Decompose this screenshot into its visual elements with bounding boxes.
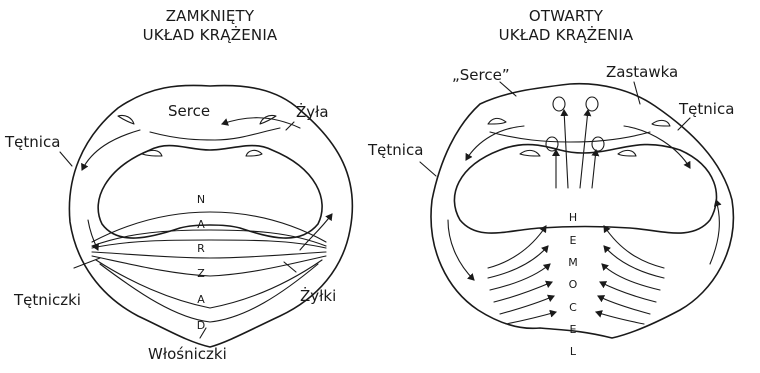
- label-artery-right: Tętnica: [679, 100, 734, 118]
- letter-c: C: [567, 302, 579, 314]
- label-valve: Zastawka: [606, 63, 678, 81]
- label-arterioles: Tętniczki: [14, 291, 81, 309]
- letter-a2: A: [195, 294, 207, 306]
- label-vein: Żyła: [296, 103, 329, 121]
- open-outer-wall: [431, 84, 733, 338]
- closed-system-drawing: [60, 85, 352, 347]
- letter-e2: E: [567, 324, 579, 336]
- letter-l: L: [567, 346, 579, 358]
- closed-title-line1: ZAMKNIĘTY: [110, 7, 310, 26]
- open-title-line2: UKŁAD KRĄŻENIA: [466, 26, 666, 45]
- letter-a1: A: [195, 219, 207, 231]
- letter-n: N: [195, 194, 207, 206]
- open-system-title: OTWARTY UKŁAD KRĄŻENIA: [466, 7, 666, 45]
- letter-m: M: [567, 257, 579, 269]
- label-artery: Tętnica: [5, 133, 60, 151]
- open-title-line1: OTWARTY: [466, 7, 666, 26]
- open-inner-cavity: [454, 145, 716, 234]
- label-heart-quoted: „Serce”: [452, 66, 510, 84]
- closed-inner-cavity: [98, 146, 322, 238]
- label-heart: Serce: [168, 102, 210, 120]
- letter-e1: E: [567, 235, 579, 247]
- label-capillaries: Włośniczki: [148, 345, 227, 363]
- letter-o: O: [567, 279, 579, 291]
- closed-system-title: ZAMKNIĘTY UKŁAD KRĄŻENIA: [110, 7, 310, 45]
- open-system-drawing: [420, 82, 733, 338]
- letter-d: D: [195, 320, 207, 332]
- letter-r: R: [195, 243, 207, 255]
- letter-h: H: [567, 212, 579, 224]
- label-artery-left: Tętnica: [368, 141, 423, 159]
- closed-title-line2: UKŁAD KRĄŻENIA: [110, 26, 310, 45]
- label-venules: Żyłki: [300, 287, 336, 305]
- letter-z: Z: [195, 268, 207, 280]
